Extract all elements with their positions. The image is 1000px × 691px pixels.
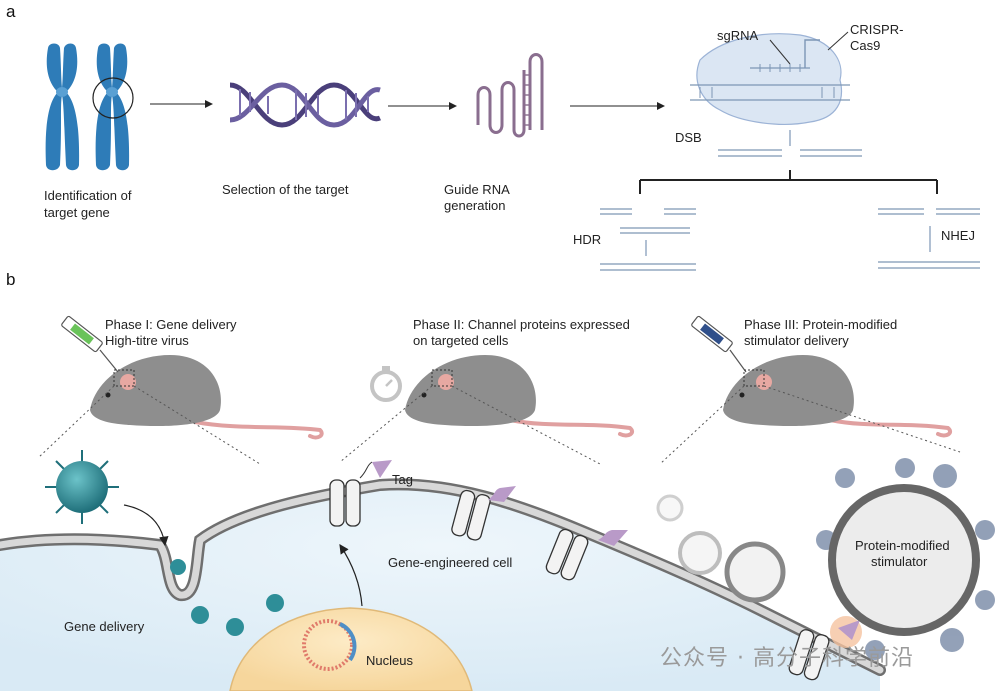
injection-site-2 bbox=[431, 369, 453, 387]
injection-site-3 bbox=[743, 369, 765, 387]
virus-entry-arrow bbox=[123, 504, 169, 547]
channel-protein-3 bbox=[545, 528, 589, 581]
chromosome-2 bbox=[92, 43, 134, 171]
tag-triangle-4 bbox=[838, 620, 860, 640]
hdr-label: HDR bbox=[573, 232, 602, 247]
gene-delivery-label: Gene delivery bbox=[64, 619, 145, 634]
zoom-lines bbox=[37, 385, 961, 465]
stimulator-label-line2: stimulator bbox=[871, 554, 928, 569]
syringe-1 bbox=[61, 315, 119, 373]
step1-label-line2: target gene bbox=[44, 205, 110, 220]
mouse-1 bbox=[90, 355, 324, 440]
channel-protein-2 bbox=[451, 489, 491, 541]
virus-large bbox=[45, 450, 119, 524]
repair-branch bbox=[639, 170, 938, 194]
phase1-label-line1: Phase I: Gene delivery bbox=[105, 317, 237, 332]
step3-label-line2: generation bbox=[444, 198, 506, 213]
stimulator-medium bbox=[724, 541, 786, 603]
mouse-3 bbox=[723, 355, 953, 438]
phase3-label-line2: stimulator delivery bbox=[744, 333, 849, 348]
channel-protein-1 bbox=[329, 460, 392, 527]
sgrna-label: sgRNA bbox=[717, 28, 759, 43]
tag-label: Tag bbox=[392, 472, 413, 487]
stimulator-label-line1: Protein-modified bbox=[855, 538, 950, 553]
dna-helix bbox=[229, 82, 381, 128]
panel-b-letter: b bbox=[6, 270, 16, 289]
crispr-label-line1: CRISPR- bbox=[850, 22, 904, 37]
plasmid bbox=[302, 619, 357, 671]
injection-site-1 bbox=[113, 369, 135, 387]
dsb-label: DSB bbox=[675, 130, 702, 145]
nhej-label: NHEJ bbox=[941, 228, 975, 243]
mouse-2 bbox=[405, 355, 635, 438]
stimulator-large bbox=[816, 458, 995, 660]
nhej-strands bbox=[878, 208, 980, 269]
step2-label: Selection of the target bbox=[222, 182, 349, 197]
syringe-2 bbox=[691, 315, 747, 373]
dsb-strands bbox=[718, 130, 862, 157]
guide-rna bbox=[476, 53, 544, 138]
crispr-cas9-complex bbox=[690, 31, 850, 125]
virus-small-group bbox=[170, 559, 284, 636]
nucleus-label: Nucleus bbox=[366, 653, 413, 668]
phase1-label-line2: High-titre virus bbox=[105, 333, 189, 348]
tag-triangle-2 bbox=[488, 486, 516, 502]
hdr-strands bbox=[600, 208, 696, 271]
crispr-label-line2: Cas9 bbox=[850, 38, 881, 53]
phase2-label-line2: on targeted cells bbox=[413, 333, 509, 348]
step3-label-line1: Guide RNA bbox=[444, 182, 510, 197]
gene-engineered-cell-label: Gene-engineered cell bbox=[388, 555, 513, 570]
stopwatch-icon bbox=[370, 366, 402, 402]
panel-a-letter: a bbox=[6, 2, 16, 21]
expression-arrow bbox=[339, 544, 363, 607]
chromosome-1 bbox=[45, 43, 80, 171]
stimulator-faded-1 bbox=[656, 494, 684, 522]
tag-triangle-1 bbox=[372, 460, 392, 478]
stimulator-faded-2 bbox=[678, 531, 722, 575]
phase3-label-line1: Phase III: Protein-modified bbox=[744, 317, 898, 332]
step1-label-line1: Identification of bbox=[44, 188, 132, 203]
watermark: 公众号 · 高分子科学前沿 bbox=[660, 646, 914, 671]
target-gene-circle bbox=[92, 77, 134, 119]
channel-protein-4 bbox=[788, 629, 830, 681]
cell-body bbox=[0, 484, 880, 691]
phase2-label-line1: Phase II: Channel proteins expressed bbox=[413, 317, 630, 332]
tag-triangle-3 bbox=[598, 530, 628, 546]
